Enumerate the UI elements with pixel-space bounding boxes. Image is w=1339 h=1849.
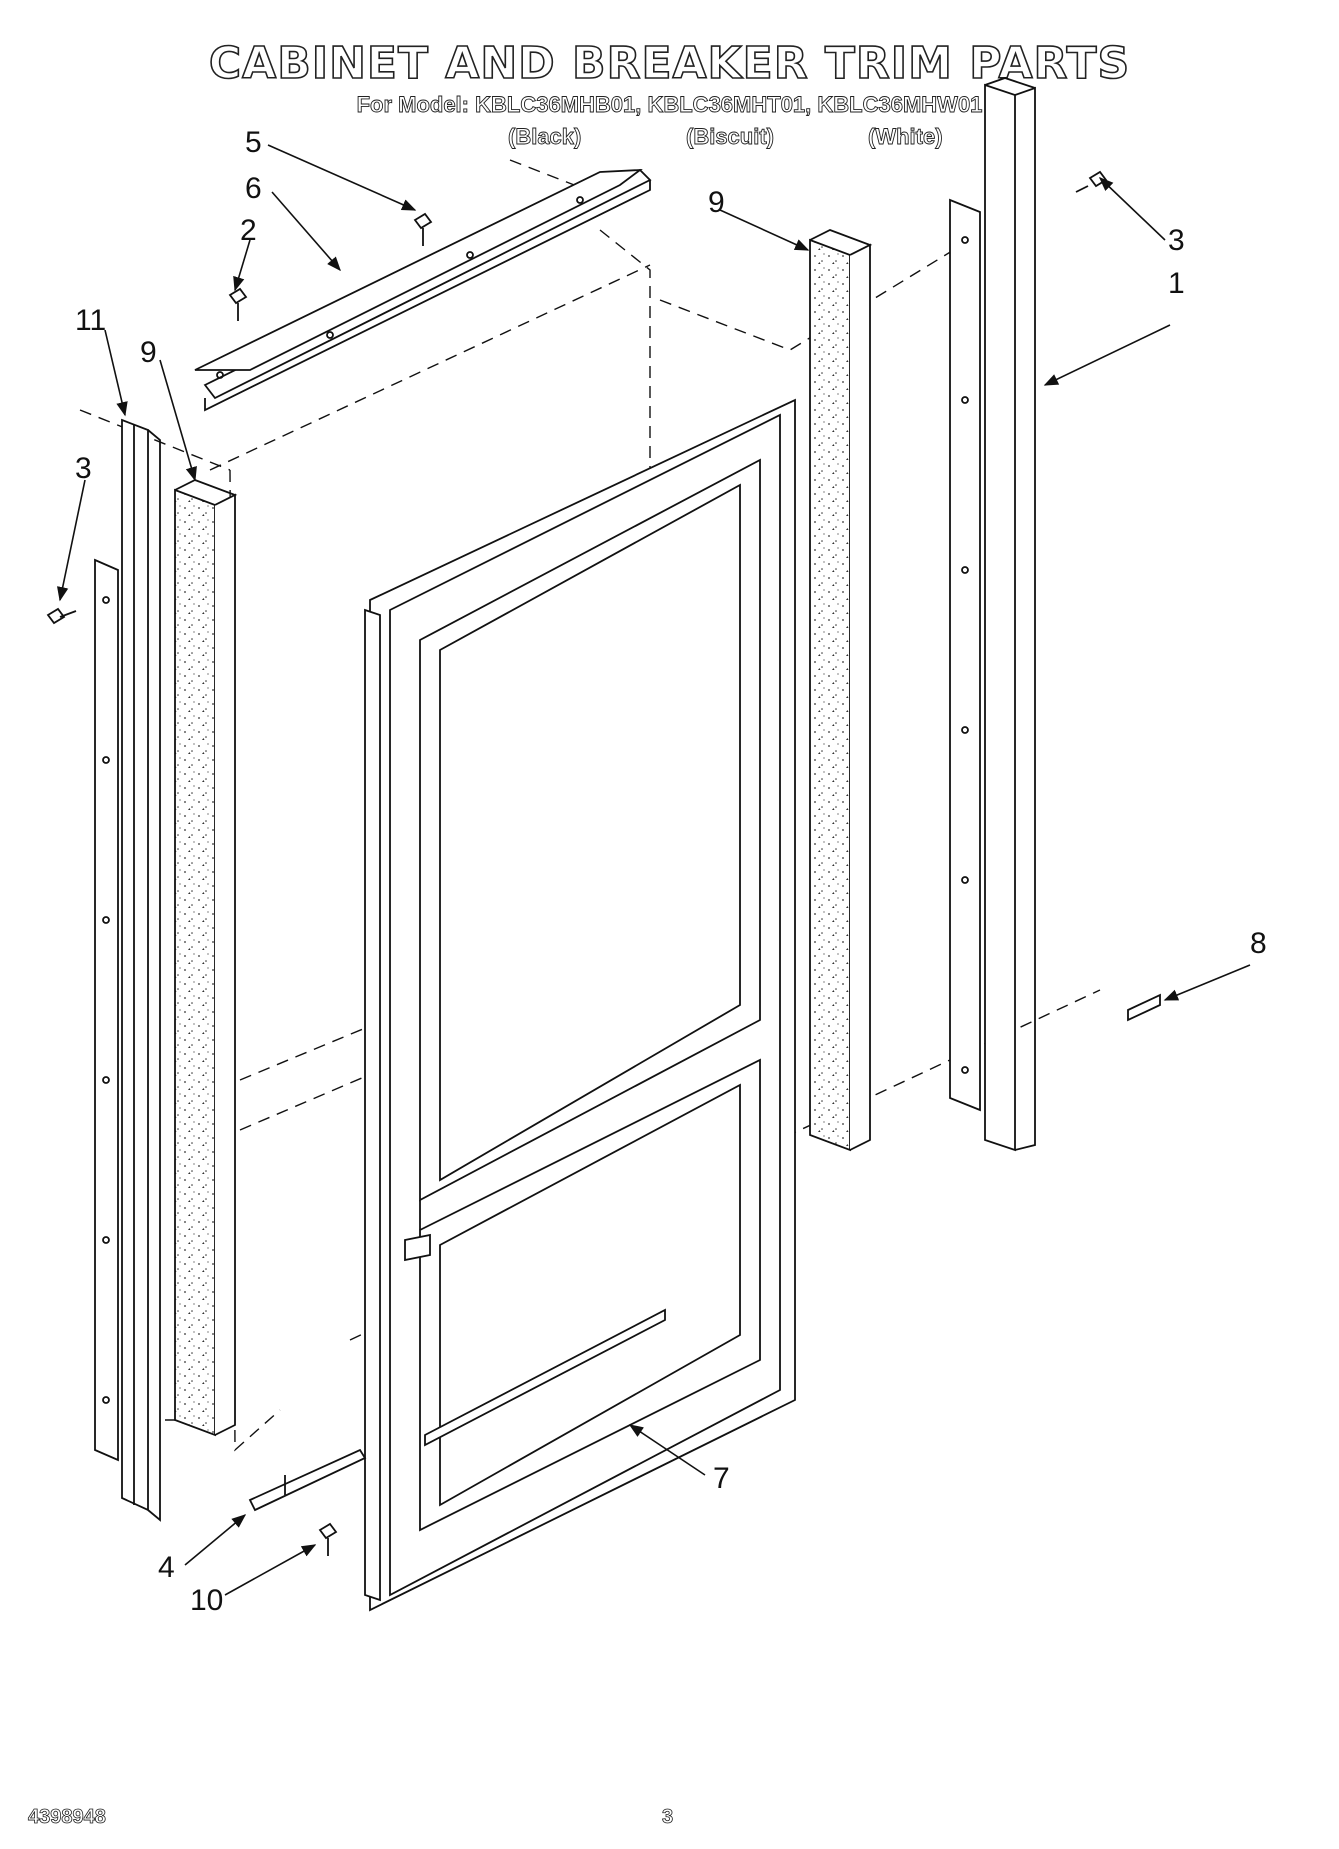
screws <box>46 170 1108 1556</box>
top-breaker-trim <box>194 168 652 412</box>
callout-8: 8 <box>1250 927 1267 960</box>
bottom-bracket-4 <box>248 1448 367 1512</box>
document-number: 4398948 <box>28 1806 107 1829</box>
callout-7: 7 <box>713 1462 730 1495</box>
left-trim-11 <box>121 418 161 1522</box>
model-list: For Model: KBLC36MHB01, KBLC36MHT01, KBL… <box>356 92 983 118</box>
door-frame-7 <box>364 398 796 1612</box>
callout-2: 2 <box>240 214 257 247</box>
left-foam-gasket-9 <box>174 479 238 1437</box>
color-white: (White) <box>868 124 943 150</box>
callout-11: 11 <box>75 304 106 337</box>
callout-5: 5 <box>245 126 262 159</box>
page-number: 3 <box>662 1806 674 1829</box>
clip-8 <box>1127 993 1161 1022</box>
callout-6: 6 <box>245 172 262 205</box>
left-mullion-plate <box>94 558 119 1462</box>
color-biscuit: (Biscuit) <box>686 124 775 150</box>
right-foam-gasket-9 <box>809 229 873 1152</box>
color-black: (Black) <box>508 124 582 150</box>
callout-9-right: 9 <box>708 186 725 219</box>
callout-numbers: 5 6 2 11 9 3 9 3 1 8 7 4 10 <box>75 126 1267 1617</box>
callout-9-left: 9 <box>140 336 157 369</box>
callout-3-right: 3 <box>1168 224 1185 257</box>
callout-3-left: 3 <box>75 452 92 485</box>
callout-1: 1 <box>1168 267 1185 300</box>
page-title: CABINET AND BREAKER TRIM PARTS <box>208 37 1131 90</box>
leader-lines <box>57 144 1251 1596</box>
right-mullion-plate <box>949 198 981 1112</box>
callout-10: 10 <box>190 1584 223 1617</box>
right-trim-1 <box>984 77 1036 1152</box>
callout-4: 4 <box>158 1551 175 1584</box>
